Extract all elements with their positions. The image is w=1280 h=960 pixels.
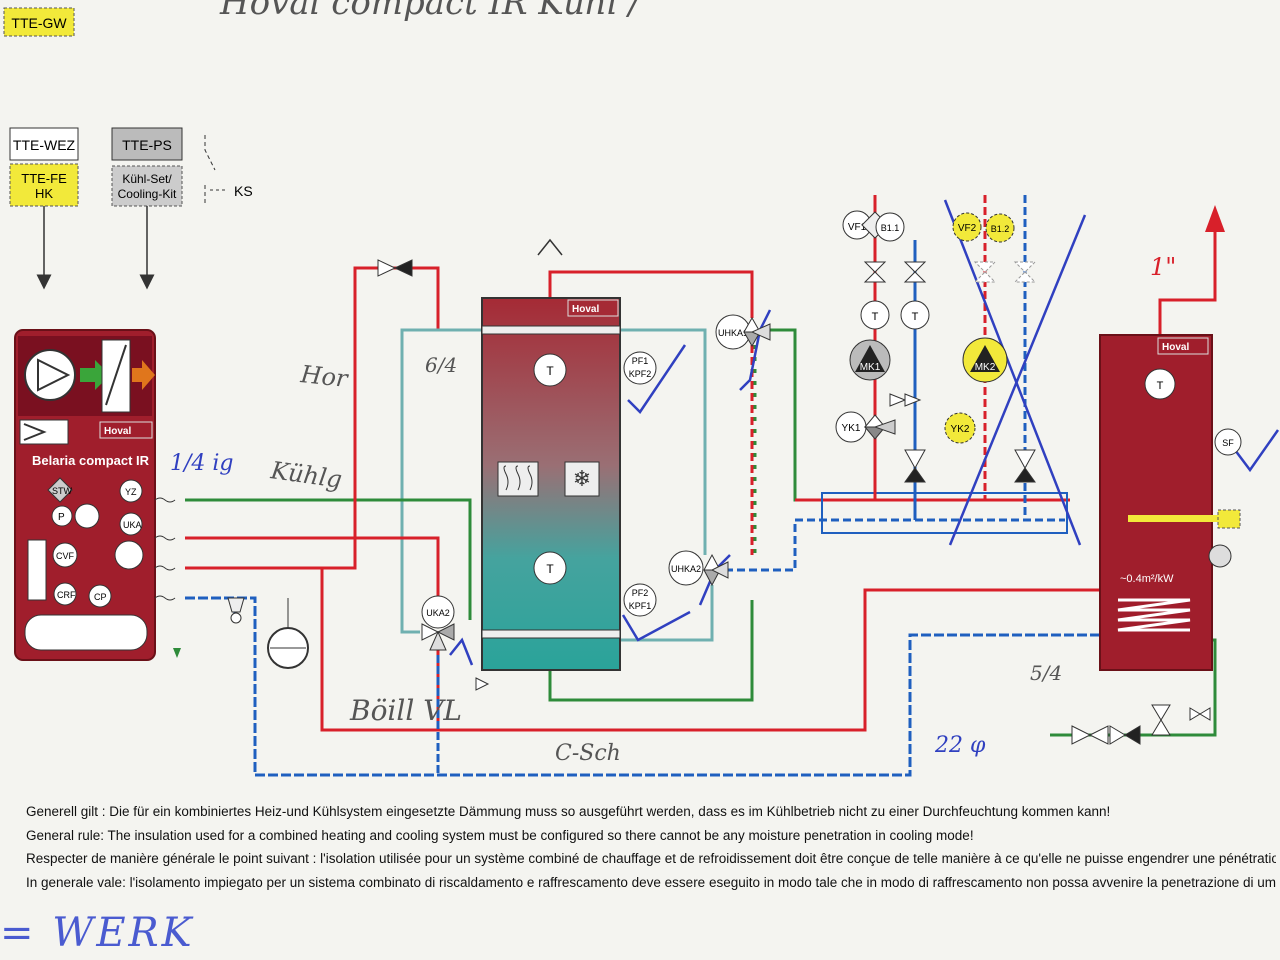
uhka2-valve: UHKA2 <box>668 550 729 587</box>
handwriting-one-ig: 1/4 ig <box>170 451 234 476</box>
coil-label: ~0.4m²/kW <box>1120 573 1174 585</box>
expansion-vessel <box>267 598 309 669</box>
note-it: In generale vale: l'isolamento impiegato… <box>26 874 1276 890</box>
handwriting-54: 5/4 <box>1030 661 1062 685</box>
temp-sensor-label: T <box>546 562 554 576</box>
dhw-storage: Hoval T SF ~0.4m²/kW <box>1099 334 1242 671</box>
general-rules-notes: Generell gilt : Die für ein kombiniertes… <box>26 800 1276 894</box>
kuehl-set-label: Kühl-Set/ <box>122 172 172 186</box>
arrow-right-icon <box>132 360 155 390</box>
kpf2-label: KPF2 <box>629 369 652 379</box>
handwriting-hor: Hor <box>298 360 350 393</box>
header-scrawl: Hoval compact IR Kühl / <box>219 0 644 23</box>
tte-ps-label: TTE-PS <box>122 137 172 153</box>
uka2-valve: UKA2 <box>421 595 490 691</box>
stw-symbol <box>47 477 73 503</box>
ks-label: KS <box>234 183 253 199</box>
tte-gw-label: TTE-GW <box>11 15 67 31</box>
temp-sensor-label: T <box>872 311 879 323</box>
heating-circuit-2: VF2 B1.2 MK2 YK2 <box>944 212 1037 483</box>
note-fr: Respecter de manière générale le point s… <box>26 851 1276 866</box>
p-label: P <box>58 512 65 523</box>
handwriting-c-sch: C-Sch <box>555 741 621 766</box>
tte-fe-label: TTE-FE <box>21 171 67 186</box>
note-de: Generell gilt : Die für ein kombiniertes… <box>26 804 1111 819</box>
cooling-icon <box>564 461 600 497</box>
uka-label: UKA <box>123 520 142 530</box>
svg-text:❄: ❄ <box>573 466 591 491</box>
heating-circuit-1: VF1 B1.1 T T MK1 YK1 <box>835 210 930 483</box>
b11-label: B1.1 <box>881 223 900 233</box>
temp-sensor-label: T <box>1157 380 1164 392</box>
cooling-kit-label: Cooling-Kit <box>118 187 177 201</box>
yk2-label: YK2 <box>951 424 970 435</box>
cp-pump-icon <box>88 584 112 608</box>
ks-switch: KS <box>204 135 253 205</box>
handwriting-one-inch: 1" <box>1150 253 1176 281</box>
uhka1-label: UHKA1 <box>718 328 748 338</box>
expansion-vessel-icon <box>27 539 47 601</box>
mk2-label: MK2 <box>975 362 996 373</box>
pf2-label: PF2 <box>632 588 649 598</box>
stw-label: STW <box>52 486 73 496</box>
yz-valve-icon <box>119 479 143 503</box>
tank-icon <box>24 614 148 651</box>
vf1-label: VF1 <box>848 222 867 233</box>
unit-name-label: Belaria compact IR <box>32 453 150 468</box>
handwriting-64: 6/4 <box>425 353 457 377</box>
heating-coil-icon <box>1117 598 1191 632</box>
kpf1-label: KPF1 <box>629 601 652 611</box>
check-valve <box>377 259 413 277</box>
brand-label: Hoval <box>572 304 599 315</box>
tte-wez-label: TTE-WEZ <box>13 137 76 153</box>
brand-label: Hoval <box>104 426 131 437</box>
cold-water-valves <box>1071 704 1211 745</box>
arrow-up-icon <box>1205 205 1225 232</box>
handwriting-boill-vl: Böill VL <box>349 694 462 727</box>
yk1-label: YK1 <box>842 423 861 434</box>
sf-label: SF <box>1222 438 1234 448</box>
cp-label: CP <box>94 592 107 602</box>
temp-sensor-label: T <box>546 364 554 378</box>
mk1-label: MK1 <box>860 362 881 373</box>
crf-label: CRF <box>57 590 76 600</box>
cvf-label: CVF <box>56 551 75 561</box>
tte-ps-box: TTE-PS Kühl-Set/ Cooling-Kit <box>111 127 183 290</box>
uka-valve-icon <box>119 512 143 536</box>
pressure-icon <box>51 505 73 527</box>
uka2-label: UKA2 <box>426 608 450 618</box>
tte-gw-box: TTE-GW <box>3 7 75 37</box>
arrow-down-icon <box>173 648 181 658</box>
temp-sensor-label: T <box>912 311 919 323</box>
pf1-label: PF1 <box>632 356 649 366</box>
bottom-scrawl: = WERK <box>0 910 195 956</box>
uhka2-label: UHKA2 <box>671 564 701 574</box>
cvf-sensor-icon <box>52 542 78 568</box>
safety-valve <box>227 597 245 624</box>
pump-icon <box>74 503 100 529</box>
belaria-unit: Hoval Belaria compact IR STW P YZ UKA CV… <box>14 329 176 661</box>
yz-label: YZ <box>125 487 137 497</box>
buffer-tank: Hoval T T ❄ PF1 KPF2 PF2 KPF1 <box>481 238 657 671</box>
crf-sensor-icon <box>53 582 77 606</box>
hk-label: HK <box>35 186 53 201</box>
handwriting-22: 22 φ <box>934 733 986 758</box>
b12-label: B1.2 <box>991 224 1010 234</box>
vf2-label: VF2 <box>958 223 977 234</box>
tte-wez-box: TTE-WEZ TTE-FE HK <box>9 127 79 290</box>
note-en: General rule: The insulation used for a … <box>26 827 974 843</box>
valve-icon <box>114 540 144 570</box>
brand-label: Hoval <box>1162 342 1189 353</box>
handwriting-kuhlg: Kühlg <box>268 456 344 494</box>
uhka1-valve: UHKA1 <box>715 314 771 350</box>
